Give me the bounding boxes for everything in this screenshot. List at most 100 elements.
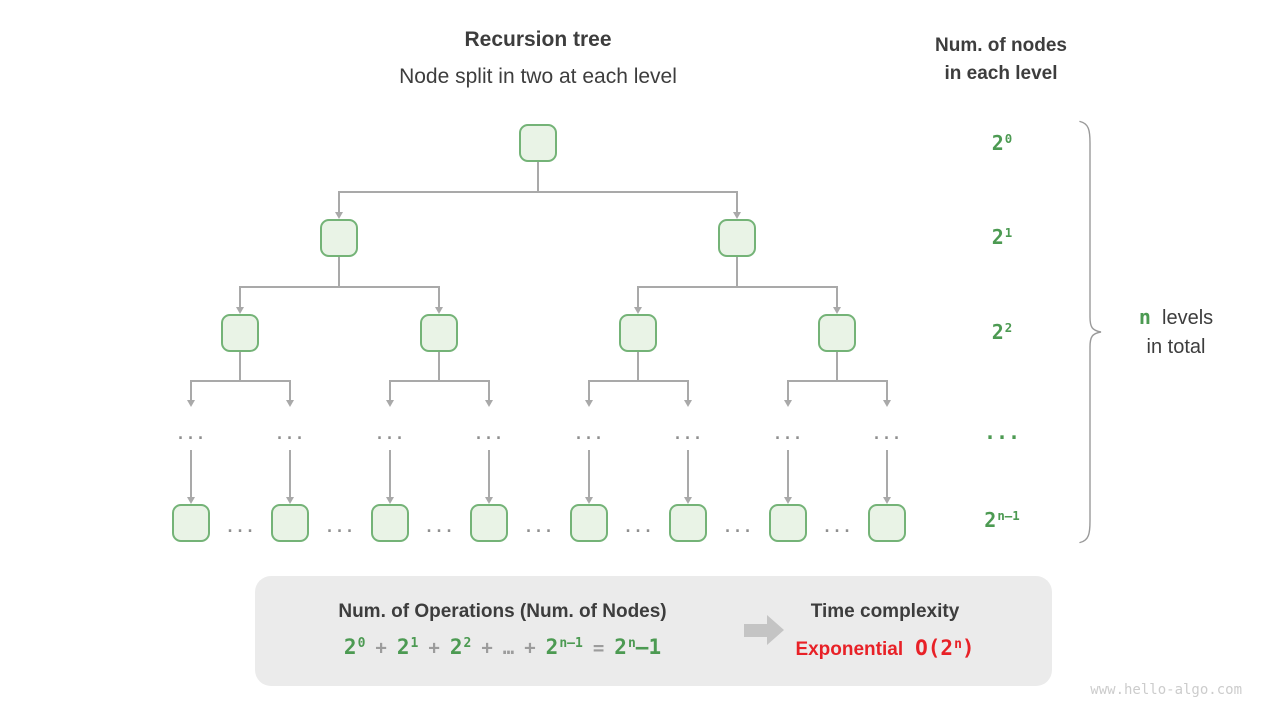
big-o-notation: O(2n) [915,636,975,660]
tree-node [868,504,906,542]
formula-token: 21 [396,635,419,659]
ellipsis-label: ... [374,425,406,443]
tree-node [420,314,458,352]
connector-line [588,450,590,498]
tree-node [371,504,409,542]
connector-line [389,381,391,401]
arrowhead-icon [285,497,294,504]
formula-token: 20 [343,635,366,659]
arrowhead-icon [385,497,394,504]
ellipsis-label: ... [523,518,555,536]
diagram-title: Recursion tree [464,28,612,51]
level-count-label: 20 [991,131,1013,155]
brace-note-line1-rest: levels [1162,307,1214,329]
right-panel-title-line1: Num. of nodes [935,35,1067,56]
time-complexity-title: Time complexity [810,601,960,622]
formula-token: = [592,637,605,659]
connector-line [736,192,738,213]
arrowhead-icon [385,400,394,407]
tree-node [718,219,756,257]
arrowhead-icon [186,400,195,407]
formula-token: + [481,637,493,659]
connector-line [687,450,689,498]
summary-box [255,576,1052,686]
brace-note-line1: n levels [1116,303,1236,333]
ellipsis-label: ... [772,425,804,443]
ellipsis-label: ... [672,425,704,443]
level-count-label: 22 [991,320,1013,344]
connector-line [389,450,391,498]
formula-token: … [502,637,515,659]
brace-note-line2: in total [1146,336,1206,358]
ellipsis-label: ... [324,518,356,536]
tree-node [221,314,259,352]
connector-line [637,286,838,288]
connector-line [338,257,340,287]
connector-line [338,191,738,193]
ellipsis-label: ... [623,518,654,536]
connector-line [787,380,888,382]
arrowhead-icon [832,307,841,314]
flow-arrow-icon-head [767,615,784,645]
connector-line [537,162,539,192]
connector-line [637,287,639,308]
ellipsis-label: ... [871,425,903,443]
tree-node [320,219,358,257]
complexity-word: Exponential [795,639,904,660]
arrowhead-icon [584,497,593,504]
tree-node [769,504,807,542]
right-panel-title: Num. of nodes in each level [895,32,1107,88]
connector-line [787,450,789,498]
ellipsis-label: ... [225,518,256,536]
arrowhead-icon [882,497,891,504]
connector-line [588,381,590,401]
connector-line [190,381,192,401]
connector-line [588,380,689,382]
connector-line [389,380,490,382]
connector-line [886,450,888,498]
ellipsis-label: ... [424,518,455,536]
tree-node [172,504,210,542]
arrowhead-icon [783,497,792,504]
arrowhead-icon [186,497,195,504]
arrowhead-icon [683,400,692,407]
formula-token: + [428,637,440,659]
formula-token: + [375,637,387,659]
arrowhead-icon [882,400,891,407]
connector-line [488,450,490,498]
connector-line [438,287,440,308]
formula-token: 2n–1 [614,635,662,659]
connector-line [787,381,789,401]
connector-line [190,380,291,382]
connector-line [836,352,838,381]
arrowhead-icon [633,307,642,314]
connector-line [289,381,291,401]
connector-line [338,192,340,213]
connector-line [687,381,689,401]
arrowhead-icon [484,497,493,504]
levels-brace [1079,120,1102,544]
formula-token: + [524,637,536,659]
operations-title: Num. of Operations (Num. of Nodes) [338,601,667,622]
connector-line [886,381,888,401]
connector-line [190,450,192,498]
formula-token: 2n–1 [545,635,583,659]
ellipsis-label: ... [573,425,605,443]
tree-node [818,314,856,352]
ellipsis-label: ... [822,518,853,536]
ellipsis-label: ... [175,425,207,443]
connector-line [239,352,241,381]
operations-formula: 20+21+22+…+2n–1=2n–1 [280,635,725,659]
arrowhead-icon [235,307,244,314]
diagram-subtitle: Node split in two at each level [399,65,677,88]
arrowhead-icon [783,400,792,407]
tree-node [519,124,557,162]
arrowhead-icon [732,212,741,219]
tree-node [271,504,309,542]
complexity-value: Exponential O(2n) [770,636,1000,661]
tree-node [619,314,657,352]
brace-note: n levels in total [1116,303,1236,362]
arrowhead-icon [683,497,692,504]
connector-line [736,257,738,287]
arrowhead-icon [484,400,493,407]
